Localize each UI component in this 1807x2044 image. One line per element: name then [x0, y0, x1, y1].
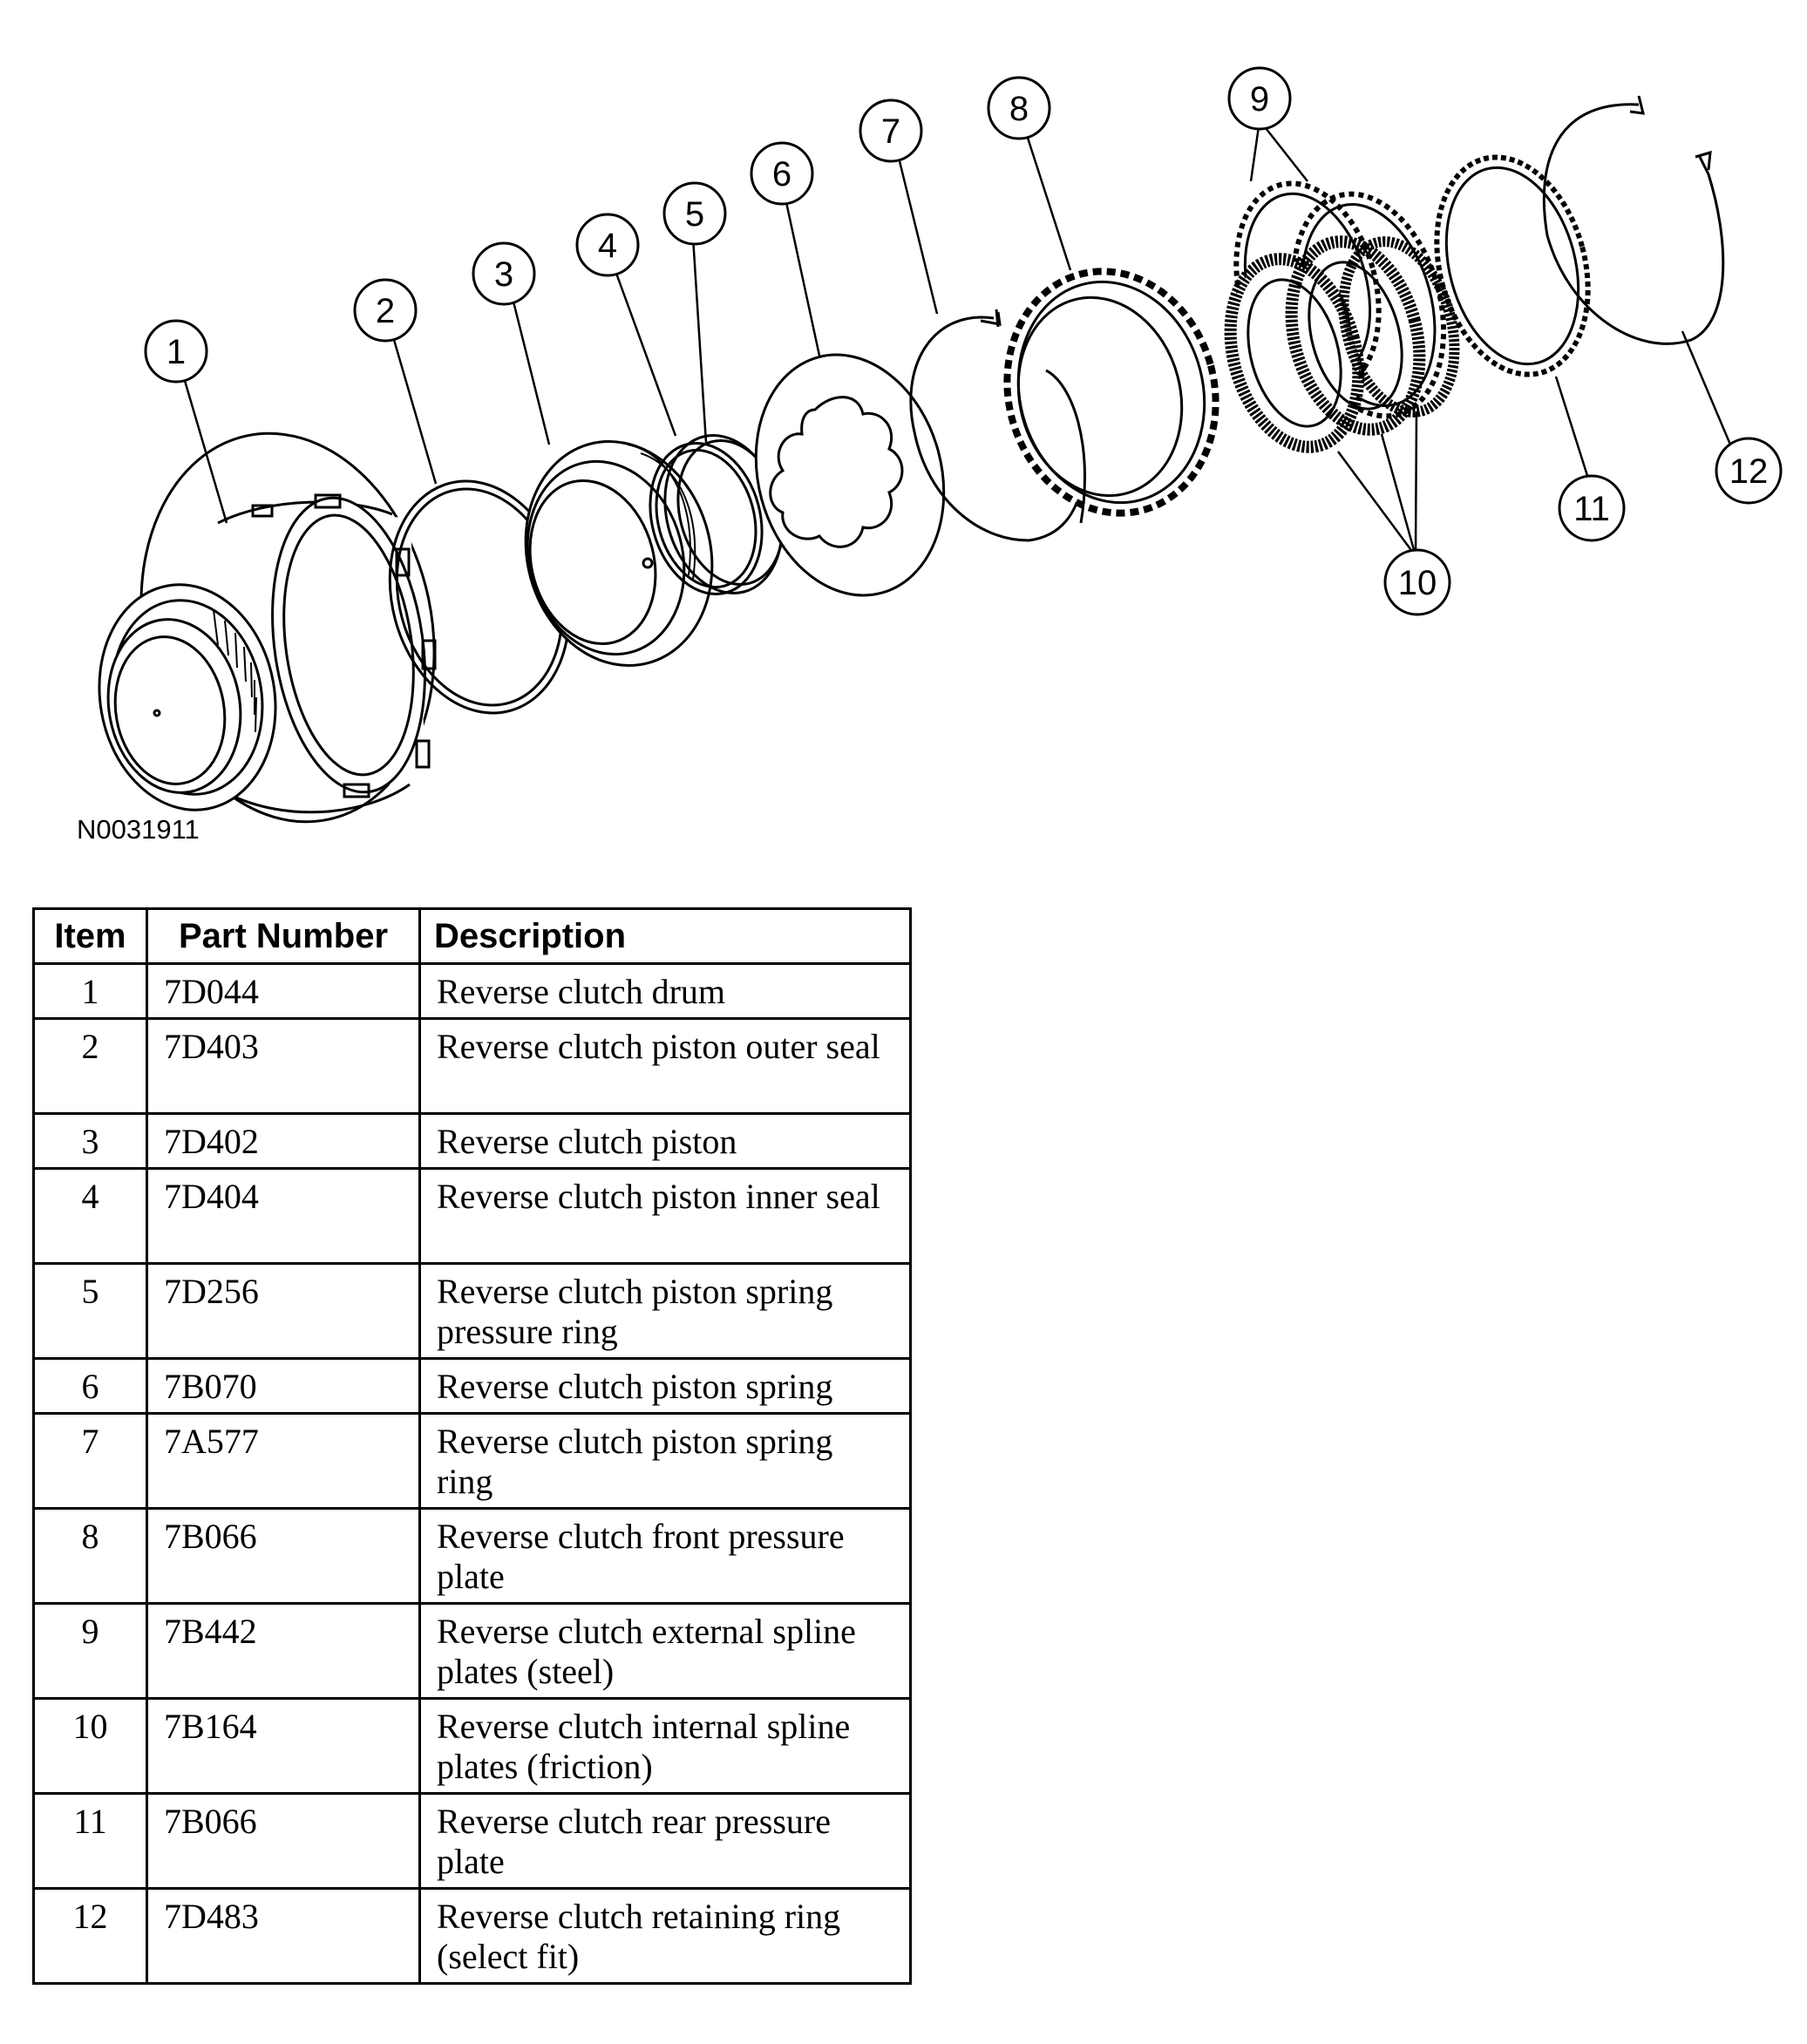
part-number: 7B066: [146, 1792, 421, 1890]
description: Reverse clutch internal spline plates (f…: [418, 1697, 912, 1795]
description: Reverse clutch drum: [418, 962, 912, 1020]
callout-9: 9: [1250, 80, 1269, 119]
callout-8: 8: [1009, 90, 1029, 128]
item-number: 3: [32, 1112, 148, 1170]
description: Reverse clutch piston spring ring: [418, 1412, 912, 1510]
exploded-view-diagram: 1 2 3 4 5 6 7 8 9 10 11 12: [98, 66, 1783, 824]
callout-3: 3: [494, 255, 513, 294]
part-number: 7D404: [146, 1167, 421, 1265]
part-12-retaining-ring: [1542, 95, 1725, 345]
item-number: 1: [32, 962, 148, 1020]
callout-10: 10: [1398, 564, 1437, 602]
table-row: 7 7A577 Reverse clutch piston spring rin…: [32, 1412, 912, 1510]
callout-12: 12: [1729, 452, 1769, 491]
part-number: 7D403: [146, 1017, 421, 1115]
table-row: 4 7D404 Reverse clutch piston inner seal: [32, 1167, 912, 1265]
part-number: 7A577: [146, 1412, 421, 1510]
table-row: 5 7D256 Reverse clutch piston spring pre…: [32, 1262, 912, 1360]
parts-table: Item Part Number Description 1 7D044 Rev…: [32, 907, 912, 1985]
item-number: 8: [32, 1507, 148, 1605]
table-row: 12 7D483 Reverse clutch retaining ring (…: [32, 1887, 912, 1985]
header-item: Item: [32, 907, 148, 965]
description: Reverse clutch piston inner seal: [418, 1167, 912, 1265]
table-row: 6 7B070 Reverse clutch piston spring: [32, 1357, 912, 1415]
part-number: 7B066: [146, 1507, 421, 1605]
table-header-row: Item Part Number Description: [32, 907, 912, 965]
callouts: [144, 66, 1783, 616]
header-part-number: Part Number: [146, 907, 421, 965]
item-number: 7: [32, 1412, 148, 1510]
part-number: 7D256: [146, 1262, 421, 1360]
description: Reverse clutch external spline plates (s…: [418, 1602, 912, 1700]
part-8-front-pressure-plate: [1003, 268, 1219, 524]
description: Reverse clutch front pressure plate: [418, 1507, 912, 1605]
description: Reverse clutch piston: [418, 1112, 912, 1170]
table-row: 2 7D403 Reverse clutch piston outer seal: [32, 1017, 912, 1115]
part-number: 7B070: [146, 1357, 421, 1415]
part-10-internal-spline-plates: [1224, 235, 1460, 453]
part-11-rear-pressure-plate: [1434, 154, 1591, 377]
callout-labels: 1 2 3 4 5 6 7 8 9 10 11 12: [166, 80, 1768, 602]
table-row: 10 7B164 Reverse clutch internal spline …: [32, 1697, 912, 1795]
item-number: 4: [32, 1167, 148, 1265]
callout-6: 6: [772, 155, 791, 194]
leader-lines: [181, 119, 1732, 557]
header-description: Description: [418, 907, 912, 965]
part-number: 7B164: [146, 1697, 421, 1795]
part-1-reverse-clutch-drum: [98, 431, 437, 824]
table-row: 8 7B066 Reverse clutch front pressure pl…: [32, 1507, 912, 1605]
description: Reverse clutch piston outer seal: [418, 1017, 912, 1115]
description: Reverse clutch piston spring pressure ri…: [418, 1262, 912, 1360]
part-3-piston: [524, 440, 714, 667]
part-number: 7B442: [146, 1602, 421, 1700]
table-row: 1 7D044 Reverse clutch drum: [32, 962, 912, 1020]
description: Reverse clutch rear pressure plate: [418, 1792, 912, 1890]
callout-1: 1: [166, 333, 186, 371]
item-number: 5: [32, 1262, 148, 1360]
part-number: 7D044: [146, 962, 421, 1020]
table-row: 11 7B066 Reverse clutch rear pressure pl…: [32, 1792, 912, 1890]
part-number: 7D402: [146, 1112, 421, 1170]
part-number: 7D483: [146, 1887, 421, 1985]
callout-11: 11: [1573, 490, 1610, 528]
callout-7: 7: [881, 112, 900, 151]
part-7-spring-ring: [909, 309, 1083, 542]
item-number: 12: [32, 1887, 148, 1985]
figure-id: N0031911: [77, 814, 200, 845]
description: Reverse clutch retaining ring (select fi…: [418, 1887, 912, 1985]
item-number: 2: [32, 1017, 148, 1115]
description: Reverse clutch piston spring: [418, 1357, 912, 1415]
item-number: 6: [32, 1357, 148, 1415]
table-row: 9 7B442 Reverse clutch external spline p…: [32, 1602, 912, 1700]
item-number: 11: [32, 1792, 148, 1890]
part-6-piston-spring: [754, 353, 946, 597]
item-number: 9: [32, 1602, 148, 1700]
callout-2: 2: [376, 292, 395, 330]
callout-4: 4: [598, 227, 617, 265]
item-number: 10: [32, 1697, 148, 1795]
callout-5: 5: [685, 195, 704, 234]
table-row: 3 7D402 Reverse clutch piston: [32, 1112, 912, 1170]
